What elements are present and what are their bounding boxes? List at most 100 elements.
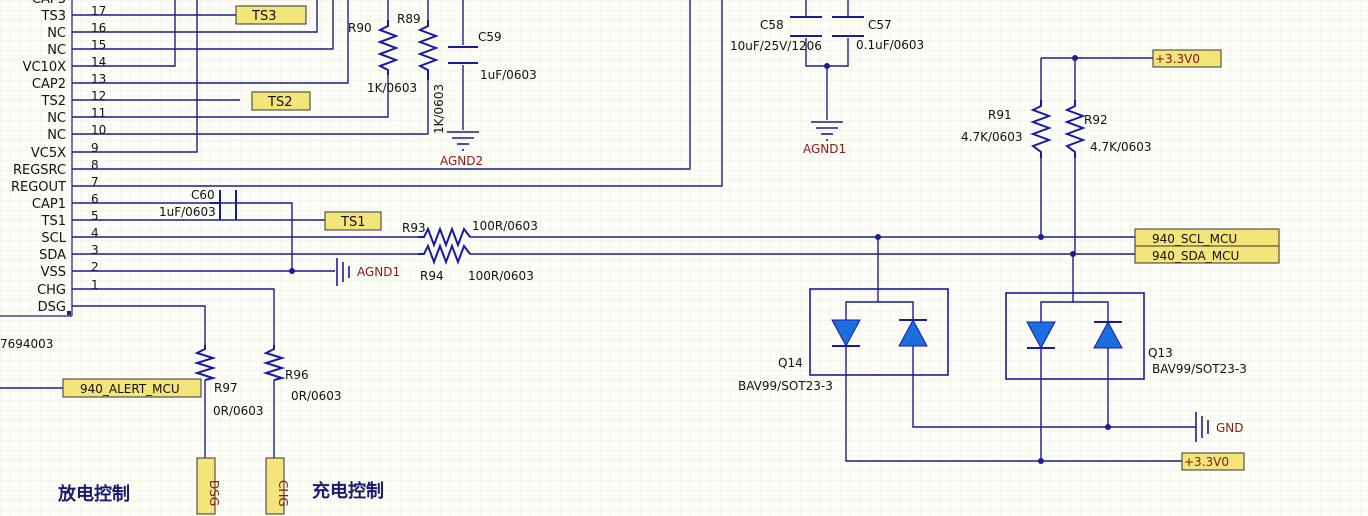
r93-symbol [418,226,471,248]
q14-value: BAV99/SOT23-3 [738,379,833,393]
net-labels [62,5,1280,515]
ic-pin-name: NC [47,128,66,143]
ic-pin-number: 13 [91,72,106,86]
c57-symbol [832,16,864,37]
c57-value: 0.1uF/0603 [856,38,924,52]
wires [0,0,1196,462]
ic-pin-number: 11 [91,106,106,120]
r91-ref: R91 [988,108,1012,122]
ground-symbols [336,121,1209,442]
net-label-ts1: TS1 [340,215,365,230]
r92-value: 4.7K/0603 [1090,140,1152,154]
r90-symbol [377,20,399,75]
agnd1-top-label: AGND1 [803,142,846,156]
ic-pin-name: TS2 [41,94,66,109]
ic-pin-number: 3 [91,243,99,257]
net-label-vcc-bottom: +3.3V0 [1184,455,1229,469]
ic-pin-name: REGSRC [13,163,66,178]
ic-pin-number: 17 [91,4,106,18]
ic-pin-name: DSG [38,300,66,315]
ic-pin-number: 16 [91,21,106,35]
r91-value: 4.7K/0603 [961,130,1023,144]
r90-ref: R90 [348,21,372,35]
q13-ref: Q13 [1148,346,1173,360]
r91-symbol [1030,100,1052,158]
gnd-label: GND [1216,421,1244,435]
c58-ref: C58 [760,18,784,32]
r96-symbol [262,345,286,381]
r94-symbol [418,243,471,265]
ic-pin-name: CAP2 [32,77,66,92]
ic-pin-number: 7 [91,175,99,189]
net-label-scl: 940_SCL_MCU [1152,232,1237,246]
net-label-ts2: TS2 [267,95,292,110]
q14-ref: Q14 [778,356,803,370]
r89-ref: R89 [397,12,421,26]
ic-symbol[interactable] [0,0,73,317]
c59-symbol [448,46,478,64]
discharge-control-annotation: 放电控制 [57,483,130,505]
ic-pin-number: 9 [91,141,99,155]
agnd1-vss-symbol [336,258,350,286]
c60-value: 1uF/0603 [159,205,216,219]
ic-pin-number: 5 [91,209,99,223]
r97-symbol [193,345,217,381]
charge-control-annotation: 充电控制 [312,480,384,502]
c58-value: 10uF/25V/1206 [730,39,822,53]
r92-ref: R92 [1084,113,1108,127]
net-label-sda: 940_SDA_MCU [1152,249,1239,263]
ic-pin-name: SCL [41,231,66,246]
ic-pin-name: CAP3 [32,0,66,7]
q14-package[interactable] [809,288,949,376]
r93-value: 100R/0603 [472,219,538,233]
ic-pin-name: TS1 [41,214,66,229]
q13-value: BAV99/SOT23-3 [1152,362,1247,376]
net-label-alert: 940_ALERT_MCU [80,382,180,396]
junctions [289,55,1111,464]
ic-pin-name: NC [47,26,66,41]
ic-pin-name: REGOUT [11,180,66,195]
c59-value: 1uF/0603 [480,68,537,82]
ic-pin-name: VSS [41,265,66,280]
ic-pin-number: 4 [91,226,99,240]
r92-symbol [1064,100,1086,158]
r89-value: 1K/0603 [432,84,446,134]
ic-pin-name: VC5X [31,146,66,161]
agnd1-top-symbol [811,121,843,141]
net-label-dsg: DSG [207,480,221,506]
net-label-vcc-top: +3.3V0 [1155,52,1200,66]
ic-pin-number: 15 [91,38,106,52]
r96-ref: R96 [285,368,309,382]
ic-pin-number: 2 [91,260,99,274]
r94-value: 100R/0603 [468,269,534,283]
ic-pin-number: 8 [91,158,99,172]
ic-pin-number: 18 [91,0,106,1]
ic-pin-name: VC10X [23,60,67,75]
r96-value: 0R/0603 [291,389,342,403]
ic-pin-name: CHG [37,283,66,298]
net-label-ts3: TS3 [251,9,276,24]
net-label-chg: CHG [276,480,290,507]
agnd2-label: AGND2 [440,154,483,168]
ic-part-number: 7694003 [0,337,53,351]
ic-pin-number: 10 [91,123,106,137]
agnd2-symbol [447,131,479,151]
ic-pin-name: TS3 [41,9,66,24]
r97-ref: R97 [214,381,238,395]
ic-pin-name: NC [47,43,66,58]
gnd-symbol [1195,412,1209,442]
c57-ref: C57 [868,18,892,32]
ic-pin-number: 6 [91,192,99,206]
ic-pin-number: 1 [91,278,99,292]
q13-package[interactable] [1005,292,1145,380]
agnd1-vss-label: AGND1 [357,265,400,279]
c58-symbol [790,16,822,37]
r94-ref: R94 [420,269,444,283]
c60-symbol [210,190,237,220]
r93-ref: R93 [402,221,426,235]
resistor-symbols[interactable] [193,20,1086,381]
capacitor-symbols[interactable] [210,16,864,220]
ic-pin-name: CAP1 [32,197,66,212]
r97-value: 0R/0603 [213,404,264,418]
